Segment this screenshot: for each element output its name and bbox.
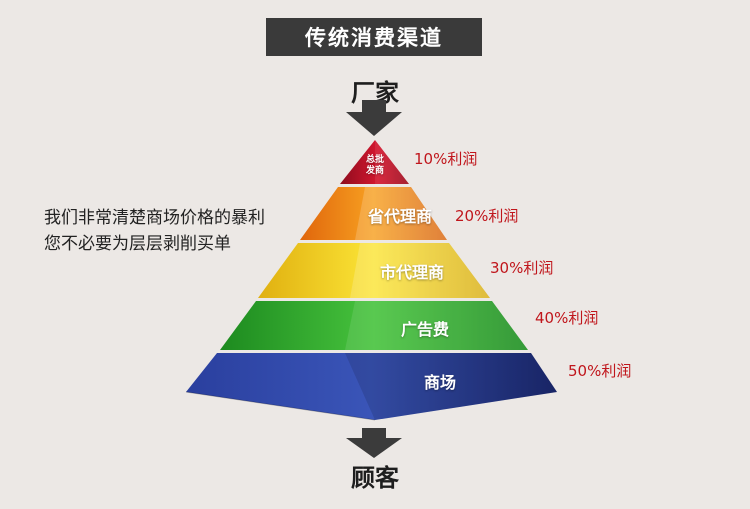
- side-description: 我们非常清楚商场价格的暴利 您不必要为层层剥削买单: [44, 205, 265, 257]
- down-arrow-top-icon: [346, 100, 402, 136]
- side-description-line2: 您不必要为层层剥削买单: [44, 234, 231, 254]
- tier-1-label-line1: 总批: [365, 155, 384, 165]
- tier-4-label: 广告费: [400, 320, 449, 339]
- tier-2-label: 省代理商: [367, 207, 432, 226]
- tier-5-profit: 50%利润: [568, 362, 632, 380]
- tier-2-profit: 20%利润: [455, 207, 519, 225]
- tier-1-shape: [340, 140, 409, 184]
- tier-5-label: 商场: [423, 373, 456, 392]
- tier-5-shape: [186, 353, 557, 420]
- tier-4-profit: 40%利润: [535, 309, 599, 327]
- tier-3-shape: [258, 243, 490, 298]
- tier-2-shape: [300, 187, 447, 240]
- customer-label: 顾客: [351, 463, 399, 492]
- down-arrow-bottom-icon: [346, 428, 402, 458]
- tier-1-profit: 10%利润: [414, 150, 478, 168]
- tier-4-shape: [220, 301, 528, 350]
- tier-1-label: 总批 发商: [357, 155, 393, 177]
- tier-1-label-line2: 发商: [365, 166, 384, 176]
- tier-3-label: 市代理商: [379, 263, 444, 282]
- tier-3-profit: 30%利润: [490, 259, 554, 277]
- diagram-title: 传统消费渠道: [266, 18, 482, 56]
- side-description-line1: 我们非常清楚商场价格的暴利: [44, 208, 265, 228]
